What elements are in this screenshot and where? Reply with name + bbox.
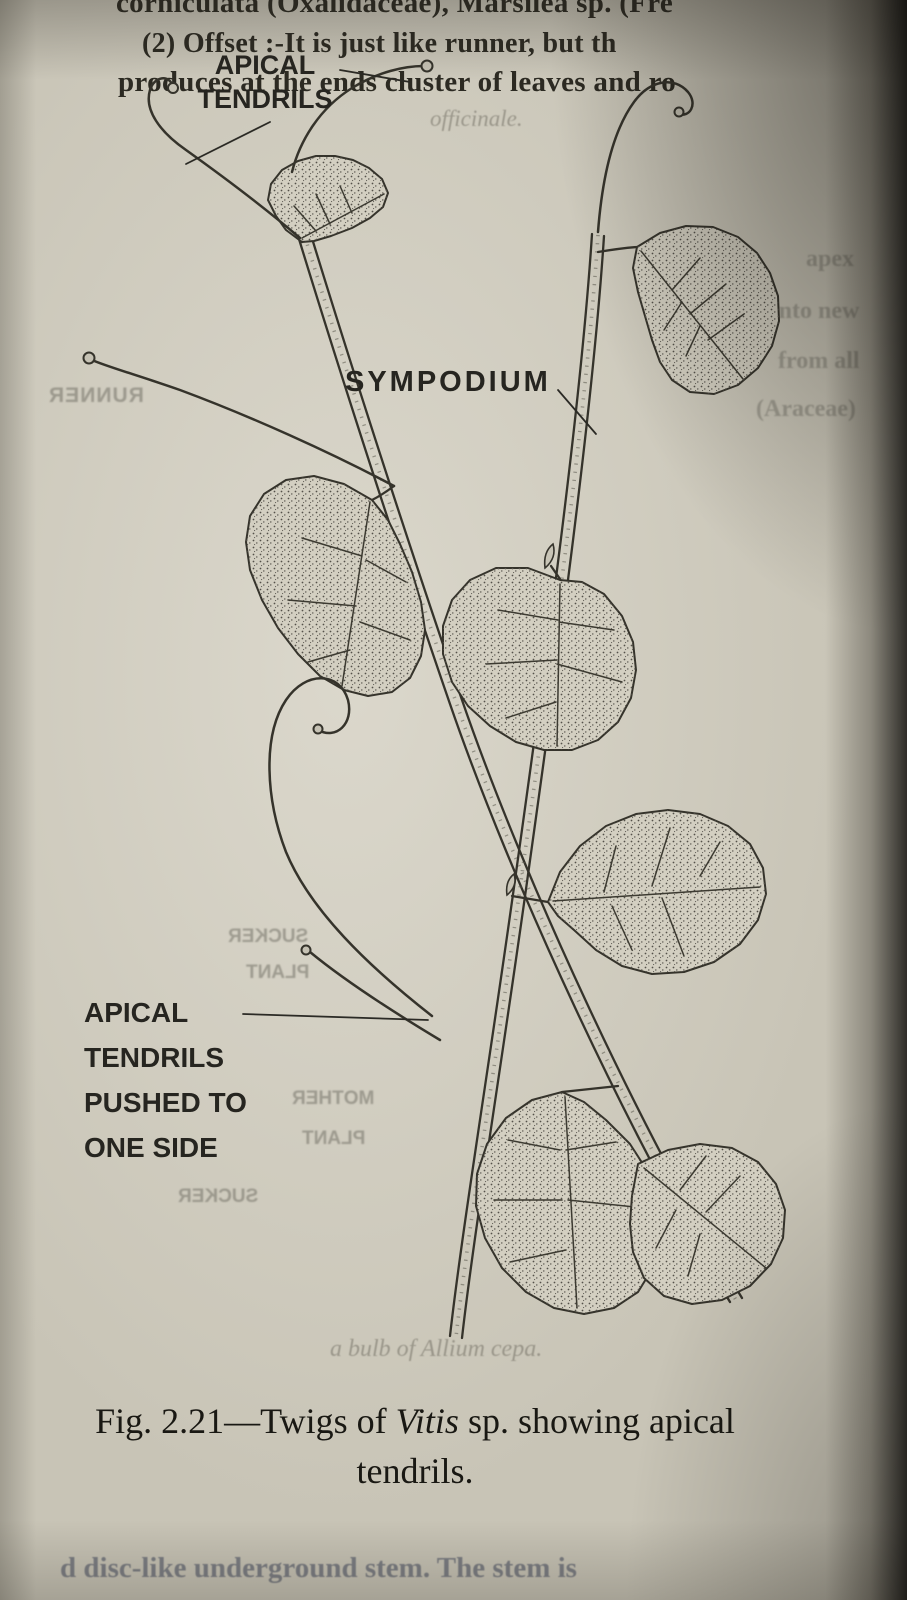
tendrils-pushed-aside [268, 677, 442, 1042]
label-line: PUSHED TO [84, 1087, 247, 1118]
tendril-tip [300, 944, 312, 956]
figure-caption: Fig. 2.21—Twigs of Vitis sp. showing api… [0, 1400, 830, 1492]
label-line: APICAL [84, 997, 189, 1028]
caption-species-name: Vitis [395, 1401, 459, 1441]
leader-apical-tendrils [339, 69, 411, 83]
label-line: ONE SIDE [84, 1132, 218, 1163]
tendril-tip [673, 106, 685, 118]
caption-line-1: Fig. 2.21—Twigs of Vitis sp. showing api… [0, 1400, 830, 1442]
tendril-tip [420, 59, 434, 73]
caption-prefix: Fig. 2.21—Twigs of [95, 1401, 396, 1441]
label-line: TENDRILS [197, 84, 333, 114]
caption-line-2: tendrils. [356, 1451, 474, 1491]
tendril-tip [312, 723, 324, 735]
tendril-tip [167, 82, 179, 94]
caption-suffix: sp. showing apical [458, 1401, 735, 1441]
leaf-top-small [267, 155, 389, 243]
leaf-middle-right [442, 567, 637, 751]
leaf-bottom-right [629, 1143, 786, 1305]
label-line: APICAL [214, 50, 316, 80]
label-apical-tendrils-pushed: APICAL TENDRILS PUSHED TO ONE SIDE [84, 990, 247, 1170]
label-sympodium: SYMPODIUM [345, 366, 551, 398]
leader-apical-tendrils-2 [185, 121, 271, 165]
leaf-upper-right [632, 225, 780, 395]
axillary-bud [543, 542, 555, 570]
label-apical-tendrils: APICAL TENDRILS [185, 48, 345, 116]
leaf-lower-right [547, 809, 767, 975]
label-line: TENDRILS [84, 1042, 224, 1073]
tendril-tip [82, 351, 96, 365]
